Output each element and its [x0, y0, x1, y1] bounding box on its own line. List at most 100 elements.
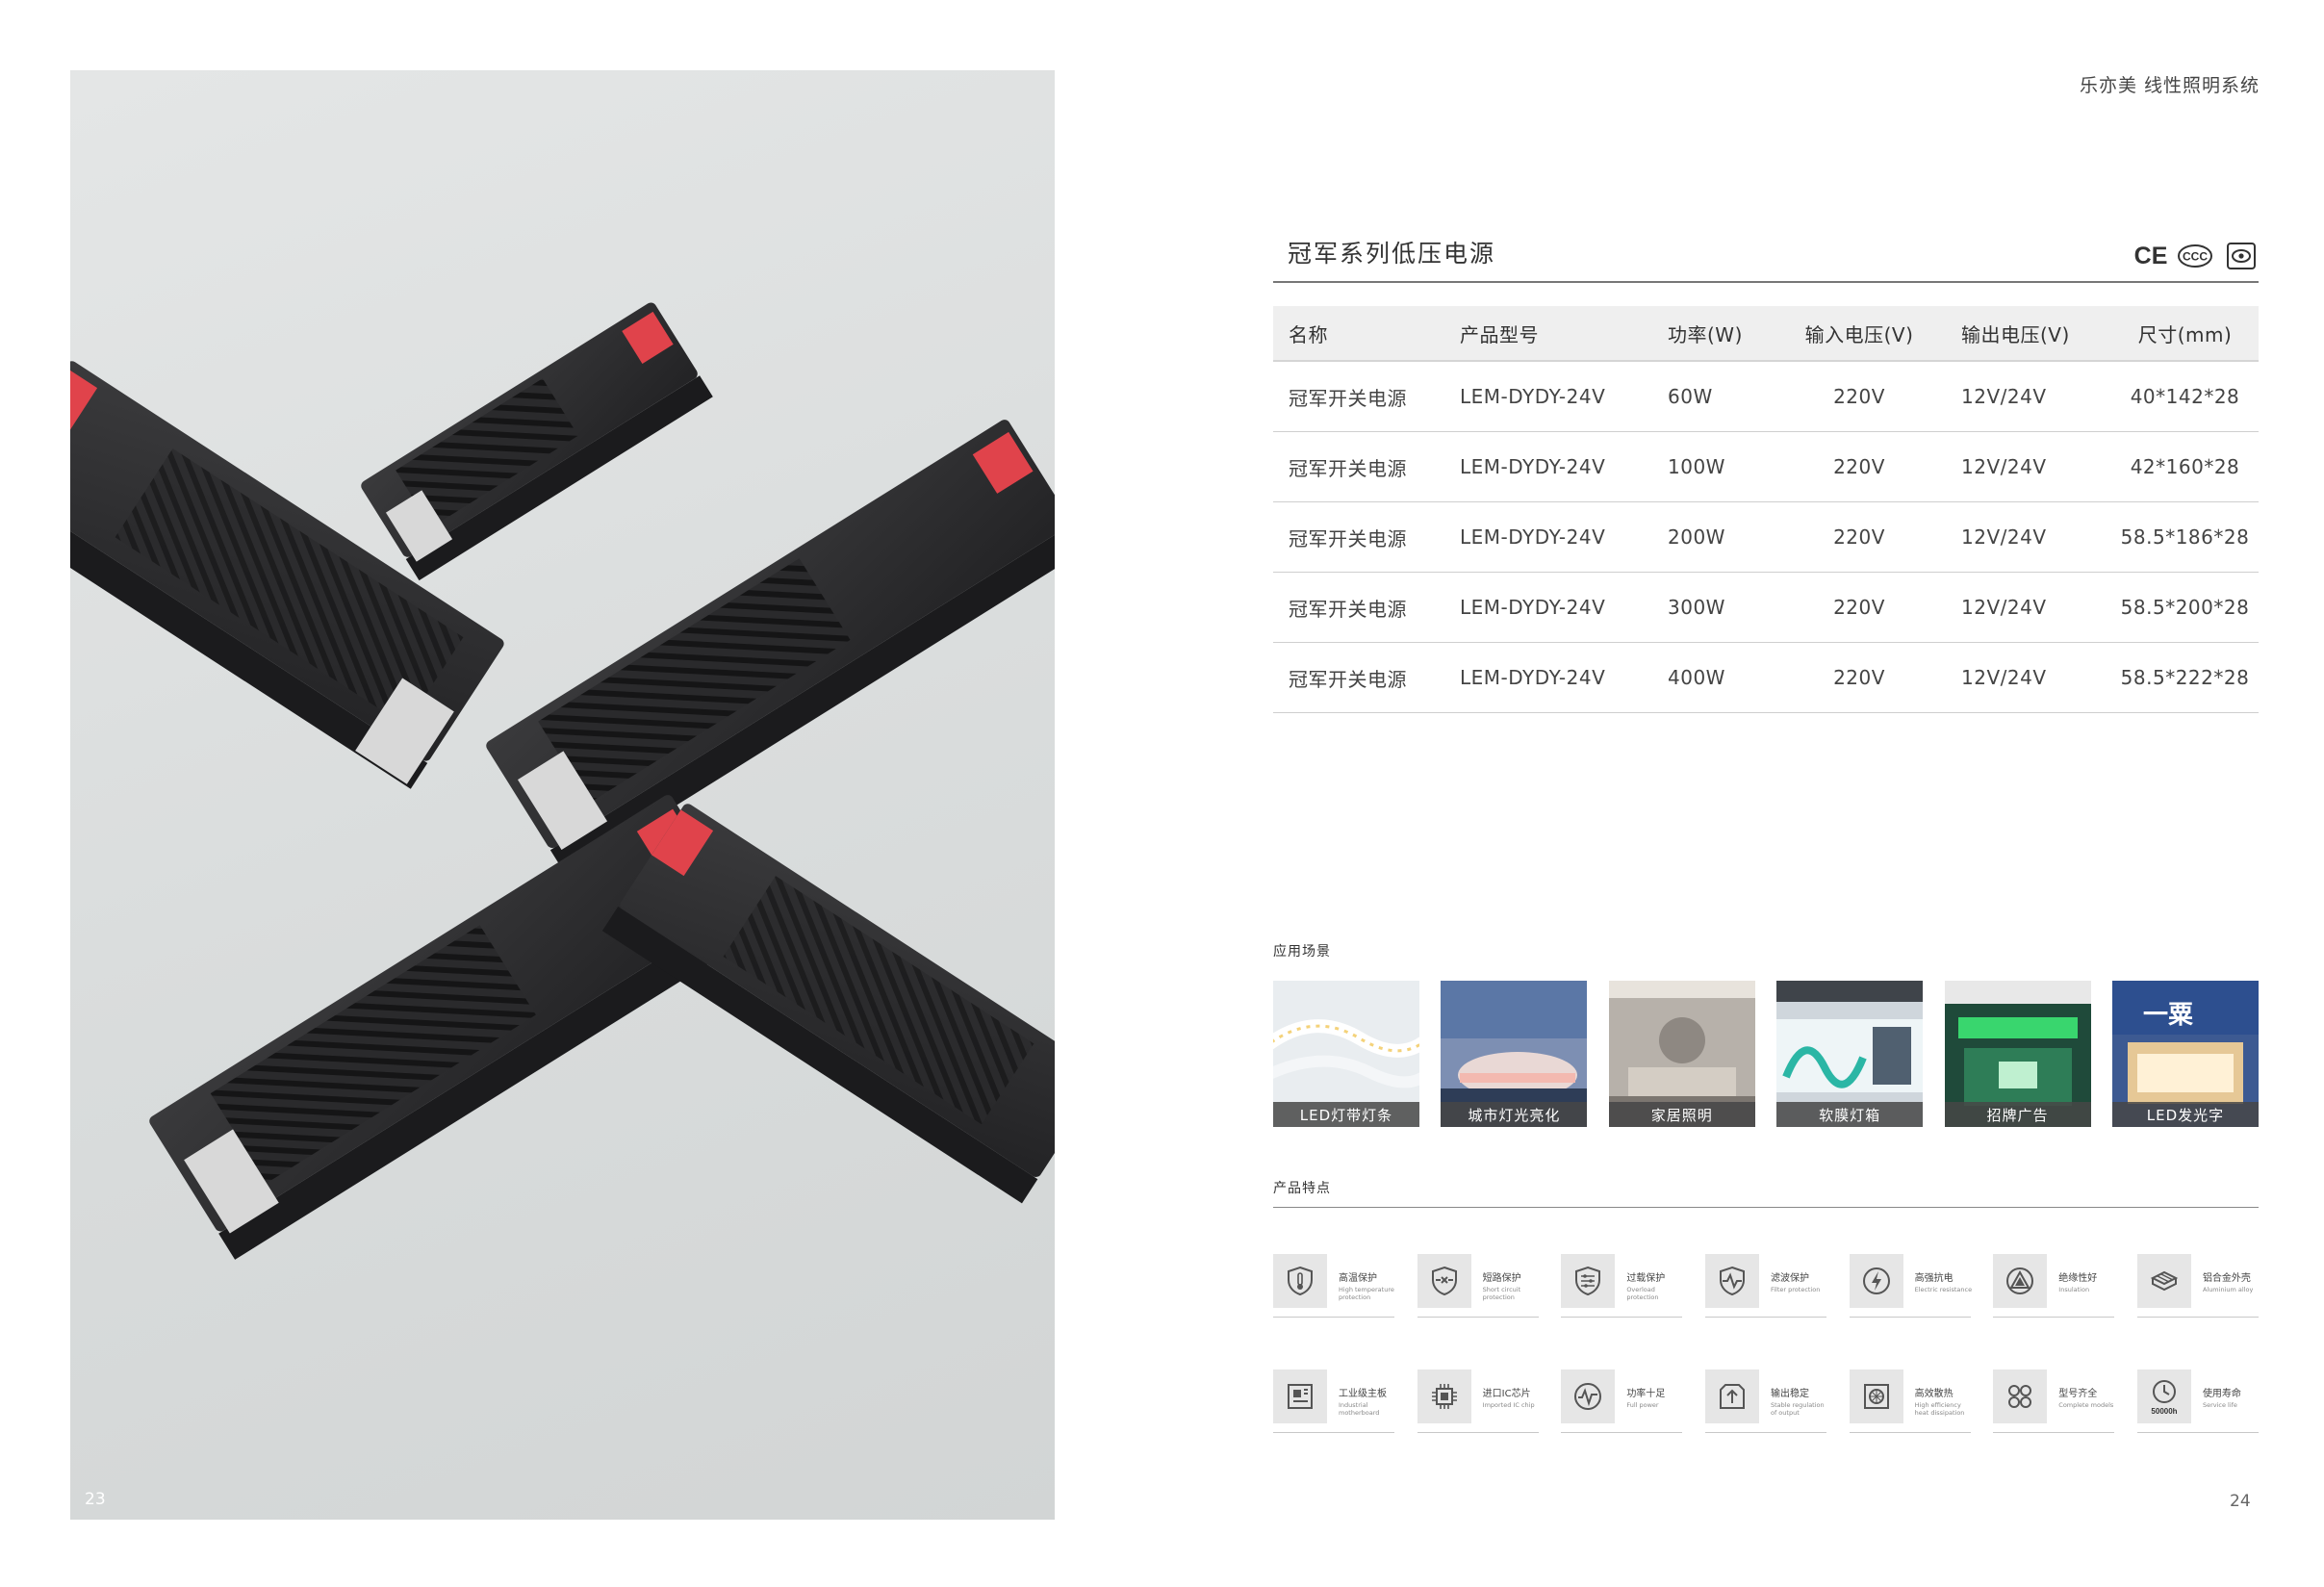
feature-subtitle: Service life: [2202, 1401, 2237, 1409]
features-label: 产品特点: [1273, 1181, 1331, 1196]
cell-power: 300W: [1668, 596, 1725, 619]
cell-name: 冠军开关电源: [1289, 597, 1407, 621]
power-supplies-illustration: [70, 302, 1055, 1260]
feature-title: 功率十足: [1626, 1389, 1666, 1399]
page-number-right: 24: [2230, 1492, 2251, 1511]
feature-item: 高效散热 High efficiency heat dissipation: [1849, 1369, 1971, 1433]
thermometer-shield-icon: [1273, 1254, 1327, 1308]
cell-input: 220V: [1833, 455, 1885, 478]
table-row: 冠军开关电源 LEM-DYDY-24V 200W 220V 12V/24V 58…: [1273, 502, 2259, 573]
cell-size: 42*160*28: [2130, 455, 2240, 478]
feature-subtitle: High efficiency heat dissipation: [1914, 1401, 1965, 1417]
feature-title: 绝缘性好: [2058, 1273, 2098, 1284]
table-header: 名称 产品型号 功率(W) 输入电压(V) 输出电压(V) 尺寸(mm): [1273, 306, 2259, 362]
cell-name: 冠军开关电源: [1289, 667, 1407, 691]
feature-subtitle: Electric resistance: [1914, 1286, 1973, 1293]
scene-caption: LED灯带灯条: [1273, 1102, 1419, 1127]
cell-size: 40*142*28: [2130, 385, 2240, 408]
power-wave-icon: [1561, 1369, 1616, 1423]
feature-subtitle: Complete models: [2058, 1401, 2114, 1409]
feature-subtitle: Industrial motherboard: [1339, 1401, 1380, 1417]
feature-title: 进口IC芯片: [1482, 1389, 1531, 1399]
cell-model: LEM-DYDY-24V: [1460, 666, 1606, 689]
table-row: 冠军开关电源 LEM-DYDY-24V 300W 220V 12V/24V 58…: [1273, 573, 2259, 643]
header-model: 产品型号: [1460, 322, 1539, 346]
cell-model: LEM-DYDY-24V: [1460, 596, 1606, 619]
scene-signage: 招牌广告: [1944, 981, 2091, 1127]
heat-dissipation-icon: [1849, 1369, 1903, 1423]
feature-subtitle: Aluminium alloy: [2202, 1286, 2254, 1293]
short-circuit-shield-icon: [1417, 1254, 1471, 1308]
cell-input: 220V: [1833, 525, 1885, 549]
scene-caption: 家居照明: [1608, 1102, 1755, 1127]
header-input-voltage: 输入电压(V): [1804, 322, 1914, 346]
feature-title: 输出稳定: [1770, 1389, 1809, 1399]
header-size: 尺寸(mm): [2137, 322, 2233, 346]
sign-text: 一粟: [2143, 1001, 2194, 1030]
feature-title: 短路保护: [1482, 1273, 1521, 1284]
header-output-voltage: 输出电压(V): [1961, 322, 2070, 346]
product-photo: [70, 70, 1055, 1520]
cell-power: 200W: [1668, 525, 1725, 549]
chip-icon: [1417, 1369, 1471, 1423]
cell-output: 12V/24V: [1961, 666, 2047, 689]
cell-input: 220V: [1833, 666, 1885, 689]
feature-item: 功率十足 Full power: [1561, 1369, 1683, 1433]
aluminium-icon: [2136, 1254, 2191, 1308]
scene-home-lighting: 家居照明: [1608, 981, 1755, 1127]
feature-item: 50000h 使用寿命 Service life: [2136, 1369, 2259, 1433]
cell-output: 12V/24V: [1961, 385, 2047, 408]
feature-subtitle: Full power: [1626, 1401, 1659, 1409]
eye-icon: [2227, 243, 2256, 269]
feature-title: 工业级主板: [1339, 1389, 1387, 1399]
scene-caption: LED发光字: [2111, 1102, 2259, 1127]
ccc-mark: CCC: [2177, 243, 2213, 269]
cell-size: 58.5*222*28: [2120, 666, 2250, 689]
feature-title: 使用寿命: [2202, 1389, 2241, 1399]
feature-title: 高温保护: [1339, 1273, 1377, 1284]
feature-item: 工业级主板 Industrial motherboard: [1273, 1369, 1394, 1433]
cell-model: LEM-DYDY-24V: [1460, 455, 1606, 478]
features-rule: [1273, 1207, 2259, 1208]
cell-input: 220V: [1833, 596, 1885, 619]
ce-mark: CE: [2133, 242, 2168, 269]
feature-item: 输出稳定 Stable regulation of output: [1704, 1369, 1826, 1433]
scene-caption: 城市灯光亮化: [1441, 1102, 1588, 1127]
models-icon: [1993, 1369, 2048, 1423]
scene-caption: 招牌广告: [1944, 1102, 2091, 1127]
scene-led-letters: 一粟 LED发光字: [2111, 981, 2259, 1127]
cell-power: 400W: [1668, 666, 1725, 689]
table-row: 冠军开关电源 LEM-DYDY-24V 100W 220V 12V/24V 42…: [1273, 432, 2259, 502]
clock-icon: 50000h: [2136, 1369, 2191, 1423]
title-rule: [1273, 281, 2259, 283]
feature-item: 高强抗电 Electric resistance: [1849, 1254, 1972, 1318]
ccc-text: CCC: [2183, 250, 2208, 264]
overload-shield-icon: [1561, 1254, 1616, 1308]
feature-title: 高强抗电: [1914, 1273, 1954, 1284]
cell-name: 冠军开关电源: [1289, 456, 1407, 480]
cell-output: 12V/24V: [1961, 596, 2047, 619]
cell-model: LEM-DYDY-24V: [1460, 525, 1606, 549]
cell-size: 58.5*186*28: [2120, 525, 2250, 549]
cell-name: 冠军开关电源: [1289, 526, 1407, 550]
feature-subtitle: Stable regulation of output: [1770, 1401, 1825, 1417]
feature-title: 高效散热: [1914, 1389, 1954, 1399]
scene-caption: 软膜灯箱: [1776, 1102, 1924, 1127]
header-name: 名称: [1289, 322, 1328, 346]
brand-header: 乐亦美 线性照明系统: [2079, 75, 2260, 96]
section-title: 冠军系列低压电源: [1288, 240, 1496, 268]
feature-subtitle: Filter protection: [1770, 1286, 1821, 1293]
motherboard-icon: [1273, 1369, 1327, 1423]
lightning-icon: [1849, 1254, 1903, 1308]
cell-power: 60W: [1668, 385, 1713, 408]
header-power: 功率(W): [1668, 322, 1743, 346]
ccc-icon: CCC: [2178, 244, 2212, 268]
feature-title: 型号齐全: [2058, 1389, 2098, 1399]
scene-lightbox: 软膜灯箱: [1776, 981, 1924, 1127]
table-row: 冠军开关电源 LEM-DYDY-24V 60W 220V 12V/24V 40*…: [1273, 362, 2259, 432]
